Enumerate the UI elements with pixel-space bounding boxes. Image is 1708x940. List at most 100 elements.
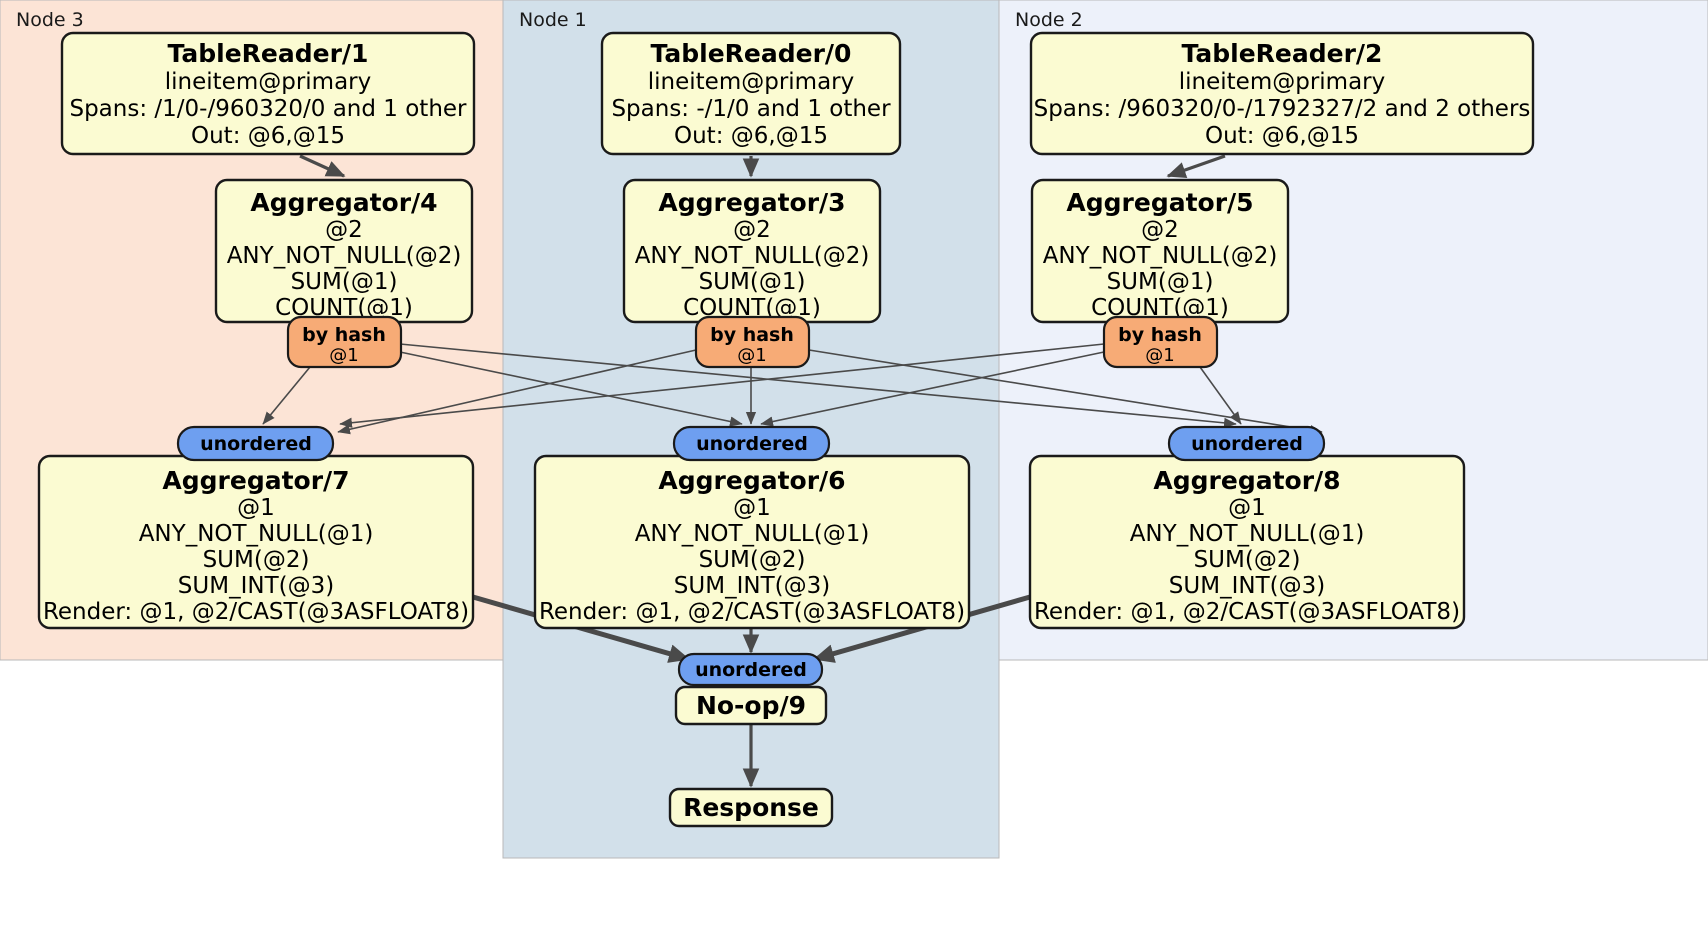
edges-reader-to-aggregator bbox=[299, 154, 1226, 179]
node-aggregator-5[interactable]: Aggregator/5 @2 ANY_NOT_NULL(@2) SUM(@1)… bbox=[1030, 178, 1290, 324]
node-no-op-9[interactable]: No-op/9 bbox=[674, 685, 828, 726]
unordered-sink-label: unordered bbox=[695, 659, 807, 681]
aggregator-8-line-1: ANY_NOT_NULL(@1) bbox=[1130, 521, 1365, 547]
tablereader-1-title: TableReader/1 bbox=[168, 39, 369, 68]
hash-router-right-title: by hash bbox=[1118, 324, 1202, 346]
aggregator-8-line-0: @1 bbox=[1228, 495, 1266, 521]
node-aggregator-4[interactable]: Aggregator/4 @2 ANY_NOT_NULL(@2) SUM(@1)… bbox=[214, 178, 474, 324]
node-response[interactable]: Response bbox=[668, 787, 834, 828]
aggregator-8-line-3: SUM_INT(@3) bbox=[1169, 573, 1325, 599]
hash-router-middle-title: by hash bbox=[710, 324, 794, 346]
tablereader-0-line-1: Spans: -/1/0 and 1 other bbox=[611, 96, 891, 122]
node-tablereader-0[interactable]: TableReader/0 lineitem@primary Spans: -/… bbox=[600, 31, 902, 156]
tablereader-1-line-2: Out: @6,@15 bbox=[191, 123, 345, 149]
node-unordered-right[interactable]: unordered bbox=[1167, 425, 1326, 462]
aggregator-6-line-2: SUM(@2) bbox=[699, 547, 806, 573]
node-panel-label-node1: Node 1 bbox=[519, 9, 587, 31]
hash-router-left-sub: @1 bbox=[329, 345, 358, 366]
tablereader-1-line-0: lineitem@primary bbox=[165, 69, 371, 95]
edge-tr2-agg5 bbox=[1166, 154, 1226, 179]
node-aggregator-8[interactable]: Aggregator/8 @1 ANY_NOT_NULL(@1) SUM(@2)… bbox=[1028, 454, 1466, 630]
tablereader-0-title: TableReader/0 bbox=[651, 39, 852, 68]
node-unordered-left[interactable]: unordered bbox=[176, 425, 335, 462]
edge-hash-left-to-unordered-right bbox=[399, 343, 1237, 428]
hash-router-right-box[interactable] bbox=[1102, 315, 1219, 369]
aggregator-6-line-4: Render: @1, @2/CAST(@3ASFLOAT8) bbox=[539, 599, 965, 625]
unordered-left-box[interactable] bbox=[176, 425, 335, 462]
edges-hash-mesh bbox=[262, 343, 1323, 436]
edge-tr1-agg4 bbox=[299, 154, 346, 178]
table-reader-boxes: TableReader/1 lineitem@primary Spans: /1… bbox=[60, 31, 1535, 156]
node-hash-router-right[interactable]: by hash @1 bbox=[1102, 315, 1219, 369]
tablereader-0-line-0: lineitem@primary bbox=[648, 69, 854, 95]
aggregator-8-line-4: Render: @1, @2/CAST(@3ASFLOAT8) bbox=[1034, 599, 1460, 625]
aggregator-5-line-0: @2 bbox=[1141, 217, 1179, 243]
tablereader-0-line-2: Out: @6,@15 bbox=[674, 123, 828, 149]
aggregator-7-line-2: SUM(@2) bbox=[203, 547, 310, 573]
unordered-right-box[interactable] bbox=[1167, 425, 1326, 462]
unordered-left-label: unordered bbox=[200, 433, 312, 455]
aggregator-8-line-2: SUM(@2) bbox=[1194, 547, 1301, 573]
aggregator-4-line-2: SUM(@1) bbox=[291, 269, 398, 295]
aggregator-7-line-3: SUM_INT(@3) bbox=[178, 573, 334, 599]
node-tablereader-2[interactable]: TableReader/2 lineitem@primary Spans: /9… bbox=[1029, 31, 1535, 156]
edge-hash-right-to-unordered-middle bbox=[760, 351, 1105, 427]
aggregator-3-title: Aggregator/3 bbox=[658, 188, 845, 217]
node-hash-router-left[interactable]: by hash @1 bbox=[286, 315, 403, 369]
aggregator-4-line-1: ANY_NOT_NULL(@2) bbox=[227, 243, 462, 269]
edge-hash-left-to-unordered-middle bbox=[399, 351, 743, 427]
tablereader-2-line-0: lineitem@primary bbox=[1179, 69, 1385, 95]
sink-chain: unordered No-op/9 Response bbox=[668, 652, 834, 828]
node-unordered-sink[interactable]: unordered bbox=[677, 652, 824, 687]
aggregator-7-title: Aggregator/7 bbox=[162, 466, 349, 495]
unordered-middle-box[interactable] bbox=[672, 425, 831, 462]
aggregator-7-line-0: @1 bbox=[237, 495, 275, 521]
node-tablereader-1[interactable]: TableReader/1 lineitem@primary Spans: /1… bbox=[60, 31, 476, 156]
node-hash-router-middle[interactable]: by hash @1 bbox=[694, 315, 811, 369]
aggregator-6-line-0: @1 bbox=[733, 495, 771, 521]
aggregator-5-line-1: ANY_NOT_NULL(@2) bbox=[1043, 243, 1278, 269]
aggregator-3-line-0: @2 bbox=[733, 217, 771, 243]
tablereader-2-line-1: Spans: /960320/0-/1792327/2 and 2 others bbox=[1034, 96, 1531, 122]
edge-hash-left-to-unordered-left bbox=[262, 366, 311, 425]
node-panel-label-node2: Node 2 bbox=[1015, 9, 1083, 31]
local-aggregator-boxes: Aggregator/4 @2 ANY_NOT_NULL(@2) SUM(@1)… bbox=[214, 178, 1290, 324]
response-box[interactable] bbox=[668, 787, 834, 828]
hash-router-middle-box[interactable] bbox=[694, 315, 811, 369]
hash-router-right-sub: @1 bbox=[1145, 345, 1174, 366]
tablereader-2-title: TableReader/2 bbox=[1182, 39, 1383, 68]
hash-router-left-box[interactable] bbox=[286, 315, 403, 369]
aggregator-6-line-3: SUM_INT(@3) bbox=[674, 573, 830, 599]
no-op-9-label: No-op/9 bbox=[696, 691, 806, 720]
aggregator-5-title: Aggregator/5 bbox=[1066, 188, 1253, 217]
unordered-sink-box[interactable] bbox=[677, 652, 824, 687]
final-aggregator-boxes: Aggregator/7 @1 ANY_NOT_NULL(@1) SUM(@2)… bbox=[37, 454, 1466, 630]
aggregator-6-line-1: ANY_NOT_NULL(@1) bbox=[635, 521, 870, 547]
aggregator-3-line-1: ANY_NOT_NULL(@2) bbox=[635, 243, 870, 269]
tablereader-1-line-1: Spans: /1/0-/960320/0 and 1 other bbox=[69, 96, 467, 122]
aggregator-8-title: Aggregator/8 bbox=[1153, 466, 1340, 495]
aggregator-4-line-0: @2 bbox=[325, 217, 363, 243]
aggregator-5-line-2: SUM(@1) bbox=[1107, 269, 1214, 295]
hash-router-badges: by hash @1 by hash @1 by hash @1 bbox=[286, 315, 1219, 369]
unordered-input-badges: unordered unordered unordered bbox=[176, 425, 1326, 462]
node-panel-label-node3: Node 3 bbox=[16, 9, 84, 31]
node-aggregator-6[interactable]: Aggregator/6 @1 ANY_NOT_NULL(@1) SUM(@2)… bbox=[533, 454, 971, 630]
node-unordered-middle[interactable]: unordered bbox=[672, 425, 831, 462]
node-aggregator-7[interactable]: Aggregator/7 @1 ANY_NOT_NULL(@1) SUM(@2)… bbox=[37, 454, 475, 630]
no-op-9-box[interactable] bbox=[674, 685, 828, 726]
tablereader-1-box[interactable] bbox=[60, 31, 476, 156]
response-label: Response bbox=[683, 793, 819, 822]
tablereader-2-box[interactable] bbox=[1029, 31, 1535, 156]
edge-hash-right-to-unordered-right bbox=[1199, 366, 1242, 425]
tablereader-0-box[interactable] bbox=[600, 31, 902, 156]
aggregator-6-title: Aggregator/6 bbox=[658, 466, 845, 495]
unordered-middle-label: unordered bbox=[696, 433, 808, 455]
unordered-right-label: unordered bbox=[1191, 433, 1303, 455]
aggregator-7-line-4: Render: @1, @2/CAST(@3ASFLOAT8) bbox=[43, 599, 469, 625]
tablereader-2-line-2: Out: @6,@15 bbox=[1205, 123, 1359, 149]
node-aggregator-3[interactable]: Aggregator/3 @2 ANY_NOT_NULL(@2) SUM(@1)… bbox=[622, 178, 882, 324]
aggregator-7-line-1: ANY_NOT_NULL(@1) bbox=[139, 521, 374, 547]
